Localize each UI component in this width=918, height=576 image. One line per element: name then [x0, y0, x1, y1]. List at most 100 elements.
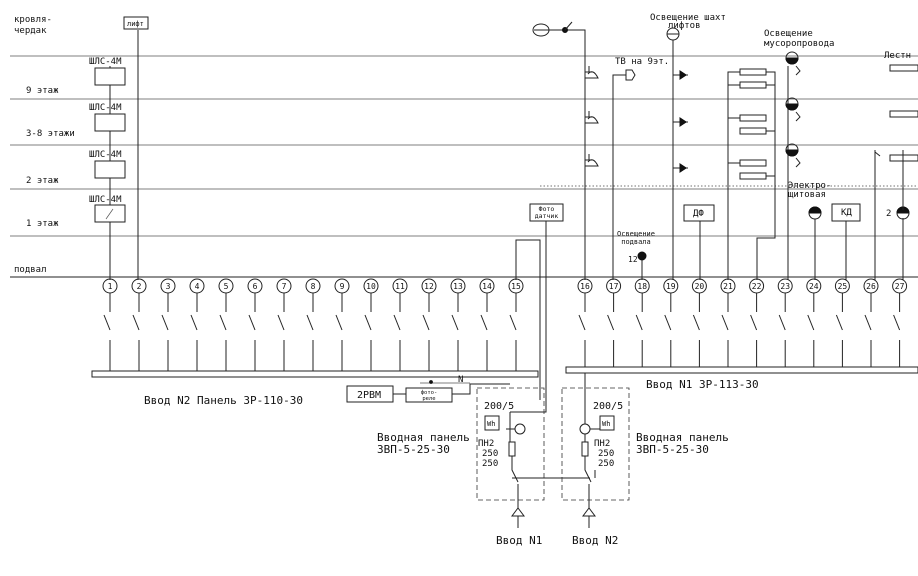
floor-label-1: 1 этаж — [26, 219, 59, 229]
terminal-number: 17 — [609, 282, 619, 291]
stairs-count: 2 — [886, 209, 891, 219]
circuit-27: 27 — [892, 278, 908, 373]
terminal-number: 12 — [424, 282, 434, 291]
lamp-roof — [532, 23, 550, 37]
circuit-9: 9 — [334, 278, 350, 377]
circuit-24: 24 — [806, 278, 822, 373]
terminal-number: 9 — [340, 282, 345, 291]
shls-riser: ШЛС-4М ШЛС-4М ШЛС-4М ШЛС-4М — [89, 57, 126, 280]
df-box — [683, 204, 715, 222]
floor-label-roof: кровля-чердак — [14, 15, 52, 36]
terminal-number: 7 — [282, 282, 287, 291]
basement-count: 12 — [628, 255, 638, 264]
neutral-mark: N — [458, 375, 463, 385]
bus-right — [565, 366, 918, 374]
circuit-5: 5 — [218, 278, 234, 377]
terminal-number: 18 — [637, 282, 647, 291]
shls-box-3-8 — [94, 113, 126, 132]
terminal-number: 6 — [253, 282, 258, 291]
pn2-label-right: ПН2 — [594, 439, 610, 449]
input2-panel-label: Ввод N2 Панель ЗР-110-30 — [144, 394, 303, 407]
circuit-13: 13 — [450, 278, 466, 377]
circuits-right: 16 17 18 19 20 21 22 23 24 25 26 27 — [577, 278, 908, 373]
switchboard-label: Электро-щитовая — [788, 181, 831, 200]
intro-panel-right: 200/5 Wh ПН2 250 250 — [561, 373, 630, 528]
shls-label-2: ШЛС-4М — [89, 150, 122, 160]
bus-bars — [91, 366, 918, 378]
circuit-14: 14 — [479, 278, 495, 377]
circuit-26: 26 — [863, 278, 879, 373]
terminal-number: 3 — [166, 282, 171, 291]
circuit-25: 25 — [834, 278, 850, 373]
lift-label: лифт — [127, 20, 144, 28]
circuit-2: 2 — [131, 278, 147, 377]
terminal-number: 25 — [838, 282, 848, 291]
floor-label-basement: подвал — [14, 265, 47, 275]
terminal-number: 27 — [895, 282, 905, 291]
ct-label-right: 200/5 — [593, 401, 623, 412]
input-n1-label: Ввод N1 — [496, 534, 542, 547]
lift-feed: лифт — [123, 16, 149, 280]
photo-relay-box — [405, 387, 453, 403]
shls-label-3-8: ШЛС-4М — [89, 103, 122, 113]
kd-box — [831, 203, 861, 222]
bus-left — [91, 370, 539, 378]
df-label: ДФ — [693, 209, 704, 219]
fuse-250b-left: 250 — [482, 459, 498, 469]
floor-grid — [10, 55, 918, 278]
shls-label-1: ШЛС-4М — [89, 195, 122, 205]
floor-label-9: 9 этаж — [26, 86, 59, 96]
pn2-label-left: ПН2 — [478, 439, 494, 449]
shls-label-9: ШЛС-4М — [89, 57, 122, 67]
intro-panel-left: 200/5 Wh ПН2 250 250 — [476, 387, 596, 528]
terminal-number: 5 — [224, 282, 229, 291]
terminal-number: 23 — [780, 282, 790, 291]
terminal-number: 16 — [580, 282, 590, 291]
photo-relay-label: фото-реле — [421, 390, 438, 402]
circuit-3: 3 — [160, 278, 176, 377]
circuit-22: 22 — [749, 278, 765, 373]
tv-label: ТВ на 9эт. — [615, 57, 669, 67]
fuse-250a-left: 250 — [482, 449, 498, 459]
floor-label-2: 2 этаж — [26, 176, 59, 186]
floor-labels: кровля-чердак 9 этаж 3-8 этажи 2 этаж 1 … — [14, 15, 75, 275]
circuit-18: 18 — [634, 278, 650, 373]
relay-2rvm-label: 2РВМ — [357, 390, 381, 401]
terminal-number: 11 — [395, 282, 405, 291]
terminal-number: 15 — [511, 282, 521, 291]
circuit-12: 12 — [421, 278, 437, 377]
circuit-15: 15 — [508, 278, 524, 377]
terminal-number: 14 — [482, 282, 492, 291]
circuit-10: 10 — [363, 278, 379, 377]
terminal-number: 2 — [137, 282, 142, 291]
wh-label-left: Wh — [487, 420, 495, 428]
shls-box-9 — [94, 67, 126, 86]
input-n2-label: Ввод N2 — [572, 534, 618, 547]
fuse-250a-right: 250 — [598, 449, 614, 459]
kd-label: КД — [841, 208, 852, 218]
circuit-1: 1 — [102, 278, 118, 377]
circuit-7: 7 — [276, 278, 292, 377]
shls-box-2 — [94, 160, 126, 179]
terminal-number: 26 — [866, 282, 876, 291]
relay-group: 2РВМ фото-реле N — [346, 375, 510, 403]
lift-box — [123, 16, 149, 30]
terminal-number: 8 — [311, 282, 316, 291]
terminal-number: 1 — [108, 282, 113, 291]
input1-panel-label: Ввод N1 ЗР-113-30 — [646, 378, 759, 391]
terminal-number: 24 — [809, 282, 819, 291]
circuit-16: 16 — [577, 278, 593, 373]
terminal-number: 10 — [366, 282, 376, 291]
terminal-number: 21 — [723, 282, 733, 291]
circuit-19: 19 — [663, 278, 679, 373]
terminal-number: 4 — [195, 282, 200, 291]
terminal-number: 20 — [695, 282, 705, 291]
